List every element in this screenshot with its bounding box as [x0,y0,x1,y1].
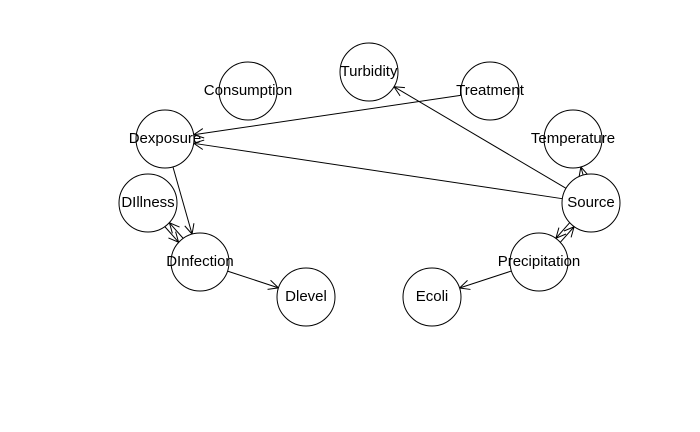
edge-dillness-to-dinfection [164,226,180,244]
node-circle [402,267,462,327]
edge-precipitation-to-source [560,225,575,243]
edge-line [172,166,193,235]
node-label: DIllness [121,194,174,211]
node-circle [118,173,178,233]
node-temperature: Temperature [531,109,615,169]
node-precipitation: Precipitation [498,232,581,292]
node-dinfection: DInfection [166,232,234,292]
node-circle [561,173,621,233]
node-label: Precipitation [498,253,581,270]
node-label: Temperature [531,130,615,147]
node-label: Dlevel [285,288,327,305]
edge-line [193,94,462,136]
edge-source-to-dexposure [192,139,563,200]
node-circle [135,109,195,169]
node-dlevel: Dlevel [276,267,336,327]
node-label: Turbidity [341,63,398,80]
node-label: DInfection [166,253,234,270]
node-label: Dexposure [129,130,202,147]
edge-line [227,270,279,289]
edge-line [169,222,184,239]
edges-layer [164,86,589,290]
edge-line [459,270,512,289]
edge-precipitation-to-ecoli [458,270,512,290]
edge-dinfection-to-dlevel [227,270,280,290]
edge-source-to-precipitation [555,222,570,240]
node-circle [276,267,336,327]
node-label: Source [567,194,615,211]
node-dillness: DIllness [118,173,178,233]
edge-line [164,226,179,243]
node-circle [170,232,230,292]
node-turbidity: Turbidity [339,42,399,102]
edge-line [560,226,575,243]
edge-line [193,142,563,200]
edge-dinfection-to-dillness [168,221,184,239]
node-label: Ecoli [416,288,449,305]
node-label: Treatment [456,82,525,99]
node-circle [339,42,399,102]
node-dexposure: Dexposure [129,109,202,169]
node-ecoli: Ecoli [402,267,462,327]
edge-line [393,86,567,189]
node-circle [509,232,569,292]
edge-line [555,222,570,239]
node-consumption: Consumption [204,61,292,121]
node-circle [218,61,278,121]
node-circle [543,109,603,169]
node-label: Consumption [204,82,292,99]
edge-line [580,166,584,176]
node-treatment: Treatment [456,61,525,121]
node-circle [460,61,520,121]
node-source: Source [561,173,621,233]
